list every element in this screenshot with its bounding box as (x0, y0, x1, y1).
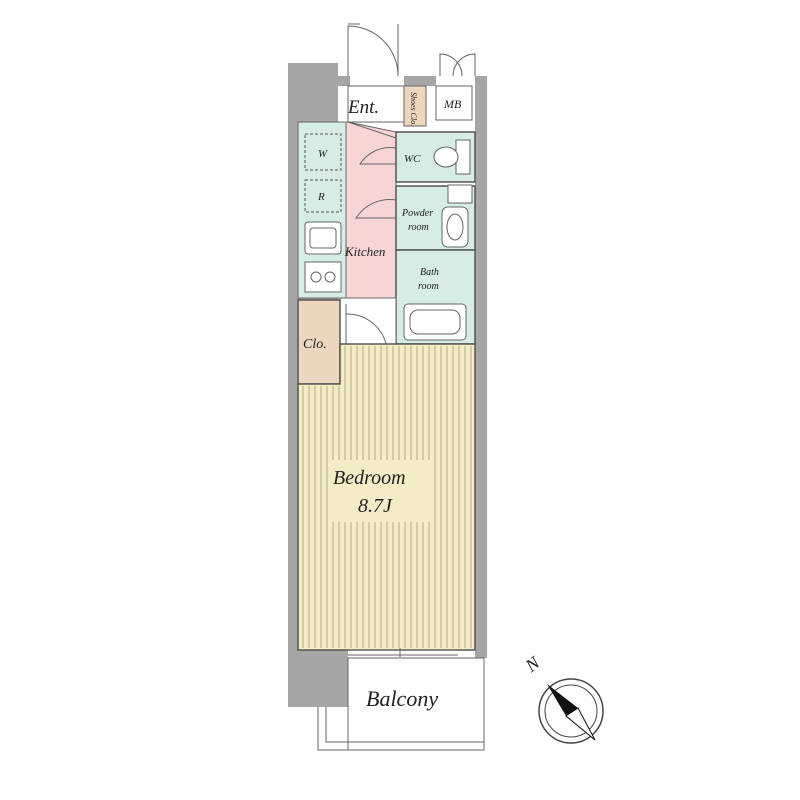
entrance-label: Ent. (347, 97, 379, 118)
bath-room-label-2: room (418, 281, 439, 292)
balcony (347, 657, 485, 751)
sink (304, 221, 342, 255)
left-balcony-pillar (288, 645, 348, 707)
entrance-door[interactable] (347, 23, 399, 77)
bathtub (403, 303, 467, 341)
entrance-floor (347, 85, 405, 123)
wc-label: WC (404, 153, 421, 165)
compass-needle-north (547, 684, 578, 716)
refrigerator-label: R (317, 191, 325, 203)
balcony-label: Balcony (366, 686, 438, 711)
kitchen-floor (337, 121, 397, 299)
compass-outer-ring (538, 678, 604, 744)
compass-inner-ring (544, 684, 598, 738)
washer-space (304, 133, 342, 171)
washer-label: W (318, 148, 328, 160)
bedroom-size-label: 8.7J (358, 495, 393, 517)
meter-box-label: MB (443, 97, 462, 111)
balcony-window[interactable] (348, 648, 458, 657)
hall-floor (339, 297, 397, 345)
top-wall-mid (404, 76, 436, 86)
closet-label: Clo. (303, 337, 327, 352)
compass: N (521, 652, 604, 744)
meter-box-door[interactable] (439, 53, 476, 77)
powder-room-label-1: Powder (401, 208, 433, 219)
refrigerator-space (304, 179, 342, 213)
stove (304, 261, 342, 293)
bedroom-label: Bedroom (333, 467, 406, 489)
compass-north-label: N (521, 652, 544, 676)
closet (297, 299, 341, 385)
right-wall (475, 76, 487, 658)
compass-needle-south (565, 707, 596, 741)
kitchen-label: Kitchen (344, 244, 385, 259)
shoes-closet-label: Shoes Clo. (409, 92, 418, 126)
shoes-closet (403, 85, 427, 127)
powder-room-label-2: room (408, 222, 429, 233)
toilet-fixture (433, 139, 471, 175)
bath-room-label-1: Bath (420, 267, 439, 278)
bedroom-label-bg (330, 460, 432, 522)
meter-box (435, 85, 473, 121)
top-wall-left (338, 76, 350, 86)
washbasin (441, 206, 469, 248)
